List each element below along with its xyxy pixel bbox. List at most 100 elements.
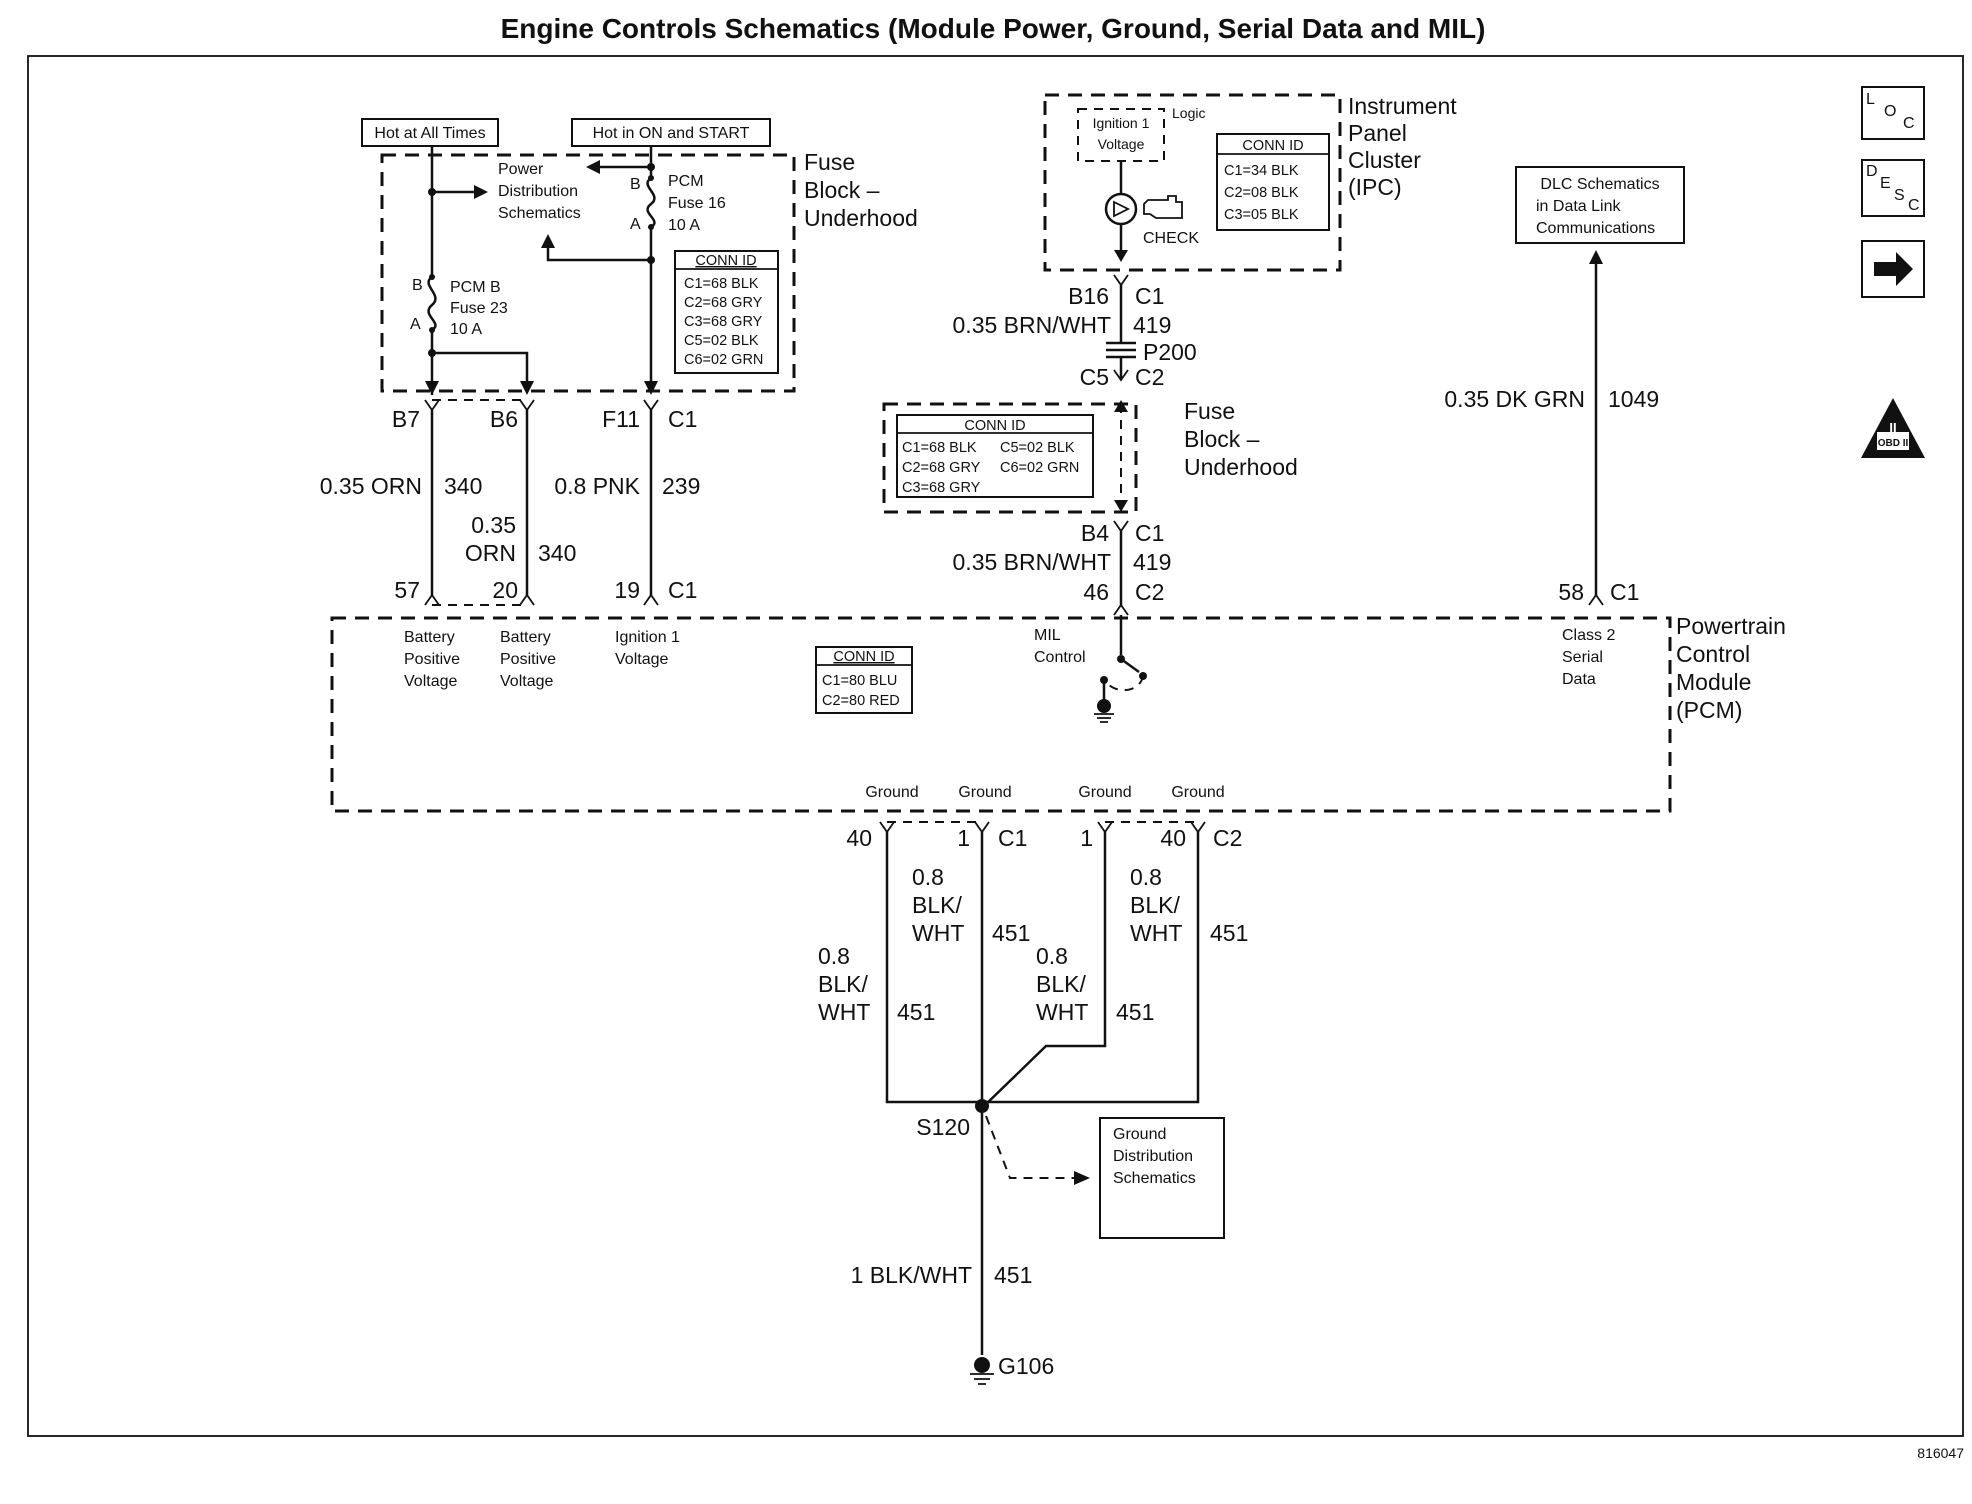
mil-pin-b4: B4	[1081, 520, 1109, 546]
pcm-pin-57: 57	[394, 577, 420, 603]
ground-dist-line1: Ground	[1113, 1126, 1166, 1143]
fuse-conn-id-5: C6=02 GRN	[684, 352, 763, 368]
power-dist-line1: Power	[498, 161, 544, 178]
obd-ii-icon: II OBD II	[1861, 398, 1925, 458]
wire-pnk-circuit: 239	[662, 473, 700, 499]
pcm-term-b: B	[630, 176, 641, 193]
dlc-wire-size: 0.35 DK GRN	[1444, 386, 1585, 412]
fuse-block-name-1: Fuse	[804, 149, 855, 175]
dlc-wire-circuit: 1049	[1608, 386, 1659, 412]
pcm-conn-id-2: C2=80 RED	[822, 693, 900, 709]
mil-wire2-size: 0.35 BRN/WHT	[953, 549, 1111, 575]
pcm-internal-ground-icon	[1094, 699, 1114, 723]
ipc-name-1: Instrument	[1348, 93, 1457, 119]
fuse-conn-id-2: C2=68 GRY	[684, 295, 763, 311]
desc-button[interactable]: D E S C	[1861, 159, 1925, 217]
mil-wire1-circuit: 419	[1133, 312, 1171, 338]
pcm-batt1-line2: Positive	[404, 651, 460, 668]
g106-label: G106	[998, 1353, 1054, 1379]
mil-wire2-circuit: 419	[1133, 549, 1171, 575]
pin-c1-top: C1	[668, 406, 697, 432]
pcm-fuse-line2: Fuse 16	[668, 195, 726, 212]
mid-conn-id-4: C6=02 GRN	[1000, 460, 1079, 476]
pcm-ground-label-2: Ground	[958, 784, 1011, 801]
pcm-mil-line2: Control	[1034, 649, 1086, 666]
loc-letter-c: C	[1903, 115, 1915, 132]
dlc-schematics-box[interactable]	[1515, 166, 1685, 244]
ipc-conn-id-2: C2=08 BLK	[1224, 185, 1299, 201]
wire-orn2-size: 0.35	[471, 512, 516, 538]
schematic-frame	[27, 55, 1964, 1437]
pcm-b-fuse-line3: 10 A	[450, 321, 482, 338]
wire-orn2-circuit: 340	[538, 540, 576, 566]
desc-letter-d: D	[1866, 163, 1878, 180]
underhood-fuse-block-middle	[882, 402, 1138, 514]
loc-button[interactable]: L O C	[1861, 86, 1925, 140]
mid-fuse-block-name-1: Fuse	[1184, 398, 1235, 424]
ipc-conn-id-1: C1=34 BLK	[1224, 163, 1299, 179]
mil-wire1-size: 0.35 BRN/WHT	[953, 312, 1111, 338]
ipc-name-2: Panel	[1348, 120, 1407, 146]
gw-c2-40-color2: WHT	[1130, 920, 1182, 946]
pcm-ground-label-3: Ground	[1078, 784, 1131, 801]
mid-conn-id-title: CONN ID	[964, 418, 1025, 434]
pcm-pin-20: 20	[492, 577, 518, 603]
pcm-b-fuse-line1: PCM B	[450, 279, 501, 296]
pcm-conn-id-title: CONN ID	[833, 649, 894, 665]
ipc-name-3: Cluster	[1348, 147, 1421, 173]
figure-number: 816047	[1917, 1445, 1964, 1461]
desc-letter-c: C	[1908, 197, 1920, 214]
gw-c2-40-size: 0.8	[1130, 864, 1162, 890]
mid-fuse-block-name-2: Block –	[1184, 426, 1260, 452]
ground-pin-1-c2: 1	[1080, 825, 1093, 851]
desc-letter-e: E	[1880, 175, 1891, 192]
pcm-pin-46: 46	[1083, 579, 1109, 605]
pcm-batt1-line3: Voltage	[404, 673, 457, 690]
pcm-mil-line1: MIL	[1034, 627, 1061, 644]
dlc-box-line1: DLC Schematics	[1540, 176, 1659, 193]
pcm-name-4: (PCM)	[1676, 697, 1742, 723]
hot-in-on-start-label: Hot in ON and START	[593, 125, 750, 142]
pin-b7: B7	[392, 406, 420, 432]
p200-connector	[1106, 341, 1136, 359]
pcm-ign1-line2: Voltage	[615, 651, 668, 668]
pcm-pin-c2: C2	[1135, 579, 1164, 605]
next-arrow-button[interactable]	[1861, 240, 1925, 298]
pcm-ground-label-1: Ground	[865, 784, 918, 801]
g106-ground-icon	[970, 1357, 994, 1385]
fuse-conn-id-title: CONN ID	[695, 253, 756, 269]
gw-c1-40-size: 0.8	[818, 943, 850, 969]
mil-mid-conn-c1: C1	[1135, 520, 1164, 546]
ipc-logic-label: Logic	[1172, 105, 1205, 121]
check-engine-icon	[1143, 195, 1183, 219]
obd-ii-label: OBD II	[1878, 438, 1909, 449]
ipc-name-4: (IPC)	[1348, 174, 1402, 200]
pcm-pin-c1-right: C1	[1610, 579, 1639, 605]
mid-conn-id-1: C1=68 BLK	[902, 440, 977, 456]
pcm-pin-58: 58	[1558, 579, 1584, 605]
arrow-right-icon	[1874, 252, 1913, 286]
mid-fuse-block-name-3: Underhood	[1184, 454, 1298, 480]
dlc-box-line2: in Data Link	[1536, 198, 1621, 215]
ground-dist-line2: Distribution	[1113, 1148, 1193, 1165]
dlc-box-line3: Communications	[1536, 220, 1655, 237]
pcm-batt2-line3: Voltage	[500, 673, 553, 690]
gw-c1-40-color1: BLK/	[818, 971, 868, 997]
gw-c2-1-color2: WHT	[1036, 999, 1088, 1025]
power-dist-line2: Distribution	[498, 183, 578, 200]
mid-conn-id-5: C3=68 GRY	[902, 480, 981, 496]
hot-at-all-times-label: Hot at All Times	[374, 125, 485, 142]
pcm-class2-line3: Data	[1562, 671, 1596, 688]
pcm-batt1-line1: Battery	[404, 629, 455, 646]
s120-splice-dot	[975, 1099, 989, 1113]
gw-c2-1-size: 0.8	[1036, 943, 1068, 969]
ipc-conn-c1: C1	[1135, 283, 1164, 309]
pcm-class2-line2: Serial	[1562, 649, 1603, 666]
obd-ii-numeral: II	[1889, 420, 1896, 435]
pcm-name-2: Control	[1676, 641, 1750, 667]
ground-distribution-box[interactable]	[1099, 1117, 1225, 1239]
power-dist-line3: Schematics	[498, 205, 581, 222]
pcm-b-fuse-line2: Fuse 23	[450, 300, 508, 317]
fuse-conn-id-4: C5=02 BLK	[684, 333, 759, 349]
